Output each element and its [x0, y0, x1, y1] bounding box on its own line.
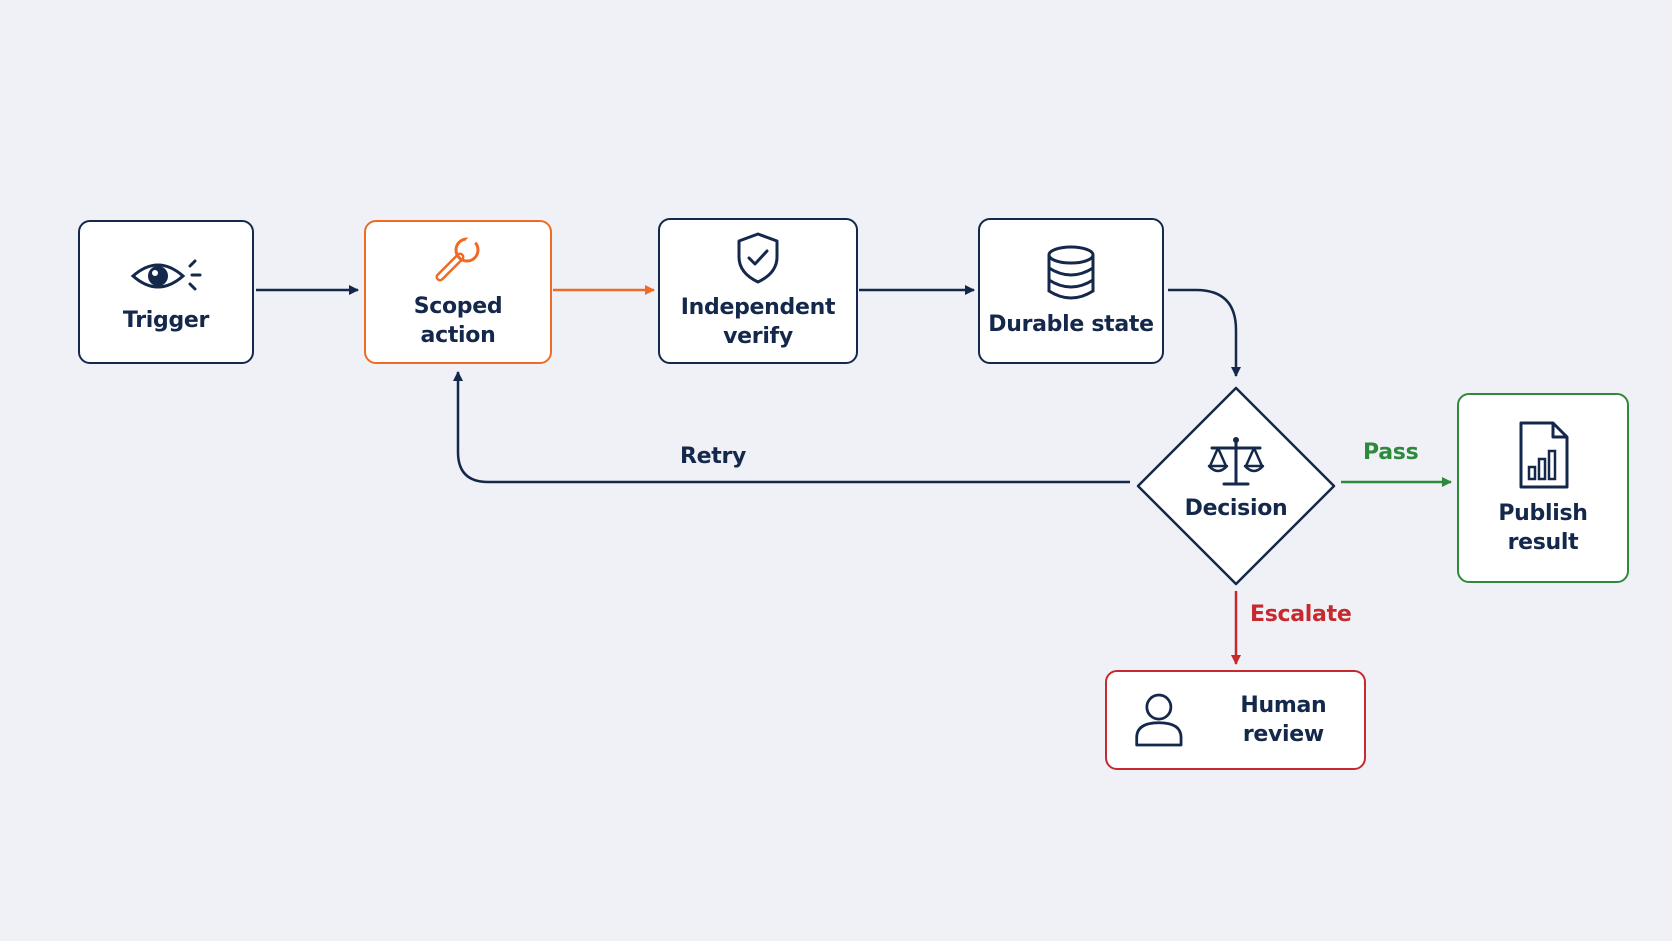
independent-verify-label: Independent verify [680, 295, 836, 349]
database-icon [1047, 245, 1095, 299]
user-icon [1135, 693, 1183, 747]
decision-diamond [1136, 386, 1336, 586]
trigger-node: Trigger [78, 220, 254, 364]
publish-result-node: Publish result [1457, 393, 1629, 583]
scoped-action-node: Scoped action [364, 220, 552, 364]
scales-icon [1207, 437, 1265, 486]
human-review-node: Human review [1105, 670, 1366, 770]
escalate-label: Escalate [1250, 602, 1352, 627]
report-chart-icon [1519, 421, 1569, 489]
durable-state-label: Durable state [988, 311, 1154, 337]
pass-label: Pass [1363, 440, 1419, 465]
retry-label: Retry [680, 444, 747, 469]
decision-node: Decision [1134, 384, 1338, 588]
scoped-action-label: Scoped action [413, 294, 503, 348]
independent-verify-node: Independent verify [658, 218, 858, 364]
wrench-icon [435, 234, 480, 282]
trigger-label: Trigger [122, 307, 210, 333]
publish-result-label: Publish result [1498, 501, 1588, 555]
decision-label: Decision [1184, 496, 1288, 521]
durable-state-node: Durable state [978, 218, 1164, 364]
shield-check-icon [737, 232, 779, 284]
human-review-label: Human review [1240, 693, 1327, 747]
arrow-retry [453, 371, 1130, 484]
eye-icon [130, 259, 202, 290]
arrow-durable-state-to-decision [1168, 288, 1241, 377]
